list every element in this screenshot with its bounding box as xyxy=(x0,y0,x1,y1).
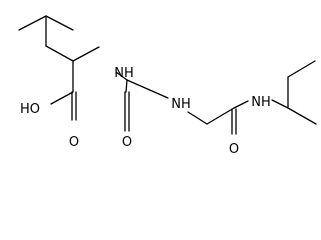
atom-label-acid-oxygen: O xyxy=(69,135,79,150)
bond-ureac-nh2 xyxy=(126,79,169,99)
bond-nh3-cs xyxy=(271,99,289,109)
bond-acidc-oh xyxy=(50,91,74,105)
atom-label-nh-urea: NH xyxy=(171,97,191,112)
structure-diagram: HO O NH O NH O NH xyxy=(18,15,317,157)
bond-nh-ureac xyxy=(125,79,128,93)
bond-ch-methyl2 xyxy=(45,15,74,31)
bond-ch2-ch3 xyxy=(287,60,316,78)
molecule-svg: HO O NH O NH O NH xyxy=(18,15,317,157)
bond-calpha-nh xyxy=(72,46,100,62)
bond-nh2-ch2 xyxy=(187,111,208,125)
bond-ch2-amidec xyxy=(206,107,235,125)
atom-label-nh-amide: NH xyxy=(251,95,271,110)
atom-label-hydroxyl: HO xyxy=(20,102,40,117)
bond-nh-ureac-2 xyxy=(115,71,128,81)
atom-label-urea-oxygen: O xyxy=(122,135,132,150)
bond-methyl1-ch xyxy=(18,15,47,31)
atom-label-amide-oxygen: O xyxy=(229,142,239,157)
atom-label-nh-valine: NH xyxy=(114,66,134,81)
bond-cbeta-calpha xyxy=(45,45,74,62)
bond-cs-methyl xyxy=(287,107,317,125)
bond-amidec-nh3 xyxy=(233,100,249,109)
